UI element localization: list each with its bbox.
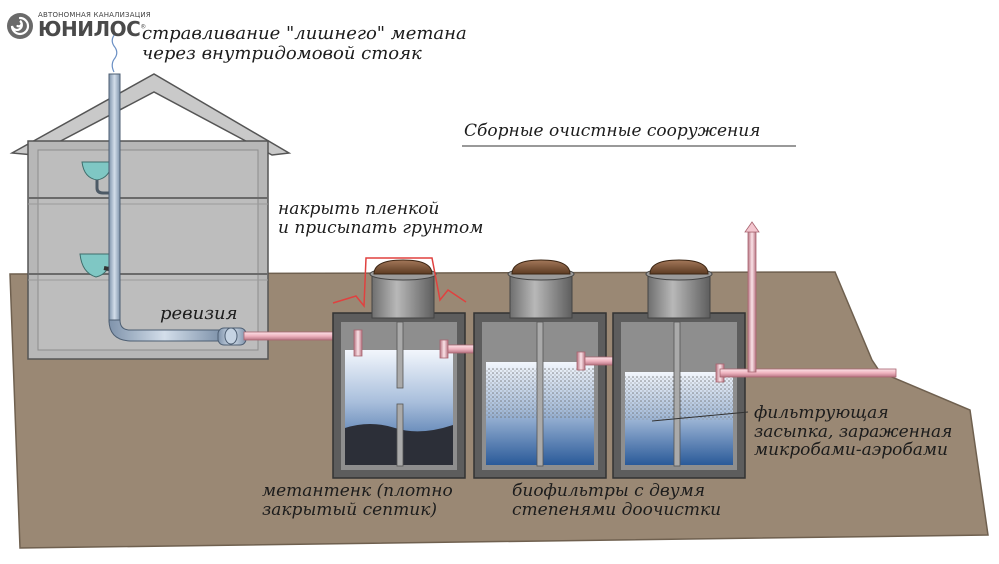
revision-label: ревизия <box>160 303 238 324</box>
revision-fitting <box>217 327 247 346</box>
methane-tank <box>332 257 467 479</box>
biofilter-label: биофильтры с двумя степенями доочистки <box>512 481 722 520</box>
logo-subtitle: АВТОНОМНАЯ КАНАЛИЗАЦИЯ <box>38 11 151 19</box>
biofilter-tank-2 <box>612 259 746 479</box>
biofilter-tank-1 <box>473 259 607 479</box>
logo: АВТОНОМНАЯ КАНАЛИЗАЦИЯ ЮНИЛОС® <box>6 12 151 40</box>
logo-name: ЮНИЛОС® <box>38 17 146 41</box>
methane-tank-label: метантенк (плотно закрытый септик) <box>262 481 453 520</box>
filter-fill-label: фильтрующая засыпка, зараженная микробам… <box>754 403 953 461</box>
cover-film <box>332 257 467 309</box>
vent-label: стравливание "лишнего" метана через внут… <box>142 23 467 64</box>
vent-riser <box>747 231 757 373</box>
house <box>9 73 292 360</box>
diagram-title: Сборные очистные сооружения <box>464 121 761 141</box>
cover-label: накрыть пленкой и присыпать грунтом <box>278 199 484 238</box>
outlet-pipe <box>715 221 897 383</box>
logo-swirl-icon <box>7 13 33 39</box>
methane-tank-neck <box>371 273 435 319</box>
vent-stack <box>108 33 221 342</box>
methane-tank-cap <box>373 259 433 275</box>
fill-leader-line <box>651 411 749 422</box>
sink-upper <box>81 161 113 195</box>
